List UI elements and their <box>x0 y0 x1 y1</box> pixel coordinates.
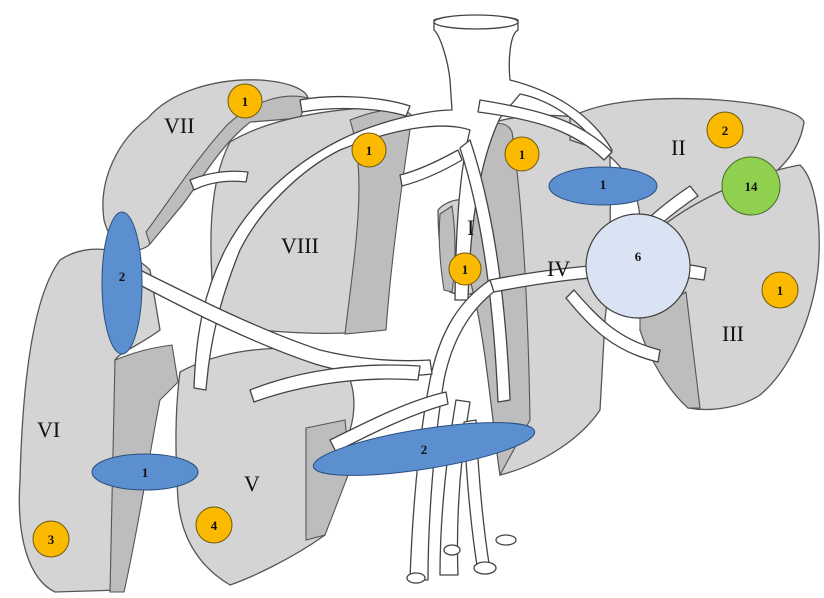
marker-ellipse-center-count: 2 <box>421 442 428 457</box>
marker-iii-count: 1 <box>777 283 784 298</box>
marker-ellipse-left-count: 2 <box>119 269 126 284</box>
label-segment-viii: VIII <box>281 233 319 258</box>
marker-iv-top-count: 1 <box>519 147 526 162</box>
label-segment-iii: III <box>722 321 744 346</box>
marker-large-count: 6 <box>635 249 642 264</box>
marker-caudate-count: 1 <box>462 262 469 277</box>
label-segment-iv: IV <box>547 256 570 281</box>
vessel-end-3 <box>474 562 496 574</box>
marker-viii-count: 1 <box>366 143 373 158</box>
vena-cava-opening <box>434 15 518 29</box>
label-segment-v: V <box>244 471 260 496</box>
marker-ellipse-bottom-count: 1 <box>142 465 149 480</box>
label-segment-vi: VI <box>37 417 60 442</box>
marker-green-count: 14 <box>745 179 759 194</box>
marker-v-count: 4 <box>211 518 218 533</box>
label-segment-vii: VII <box>164 113 195 138</box>
marker-vii-count: 1 <box>242 94 249 109</box>
vessel-end-2 <box>444 545 460 555</box>
vessel-end-4 <box>496 535 516 545</box>
label-segment-ii: II <box>671 135 686 160</box>
vessel-end-1 <box>407 573 425 583</box>
label-segment-i: I <box>467 215 474 240</box>
segment-viii-branch <box>400 150 462 186</box>
marker-ii-count: 2 <box>722 123 729 138</box>
marker-large-circle <box>586 214 690 318</box>
marker-ellipse-right-count: 1 <box>600 177 607 192</box>
marker-vi-count: 3 <box>48 532 55 547</box>
